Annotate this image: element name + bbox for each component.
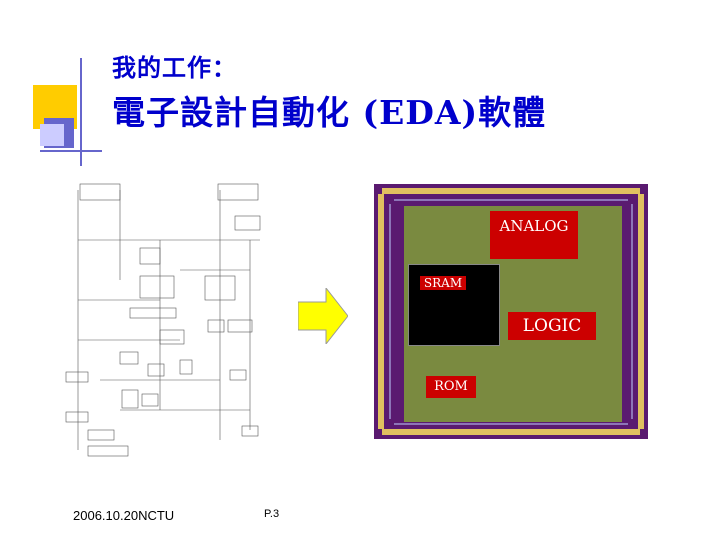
arrow-right-icon <box>298 288 348 344</box>
chip-pad-ring <box>378 188 644 435</box>
chip-block-rom: ROM <box>426 376 476 398</box>
decor-lavender-square <box>40 124 64 146</box>
slide-subtitle: 我的工作： <box>112 54 237 82</box>
circuit-schematic-image <box>65 183 261 457</box>
decor-horizontal-line <box>40 150 102 152</box>
chip-block-logic: LOGIC <box>508 312 596 340</box>
footer-date: 2006.10.20NCTU <box>73 508 175 523</box>
chip-block-sram: SRAM <box>420 276 466 290</box>
slide-title: 電子設計自動化 (EDA)軟體 <box>112 93 547 132</box>
footer-page-number: P.3 <box>264 508 280 520</box>
decor-vertical-line <box>80 58 82 166</box>
chip-block-analog: ANALOG <box>490 211 578 259</box>
